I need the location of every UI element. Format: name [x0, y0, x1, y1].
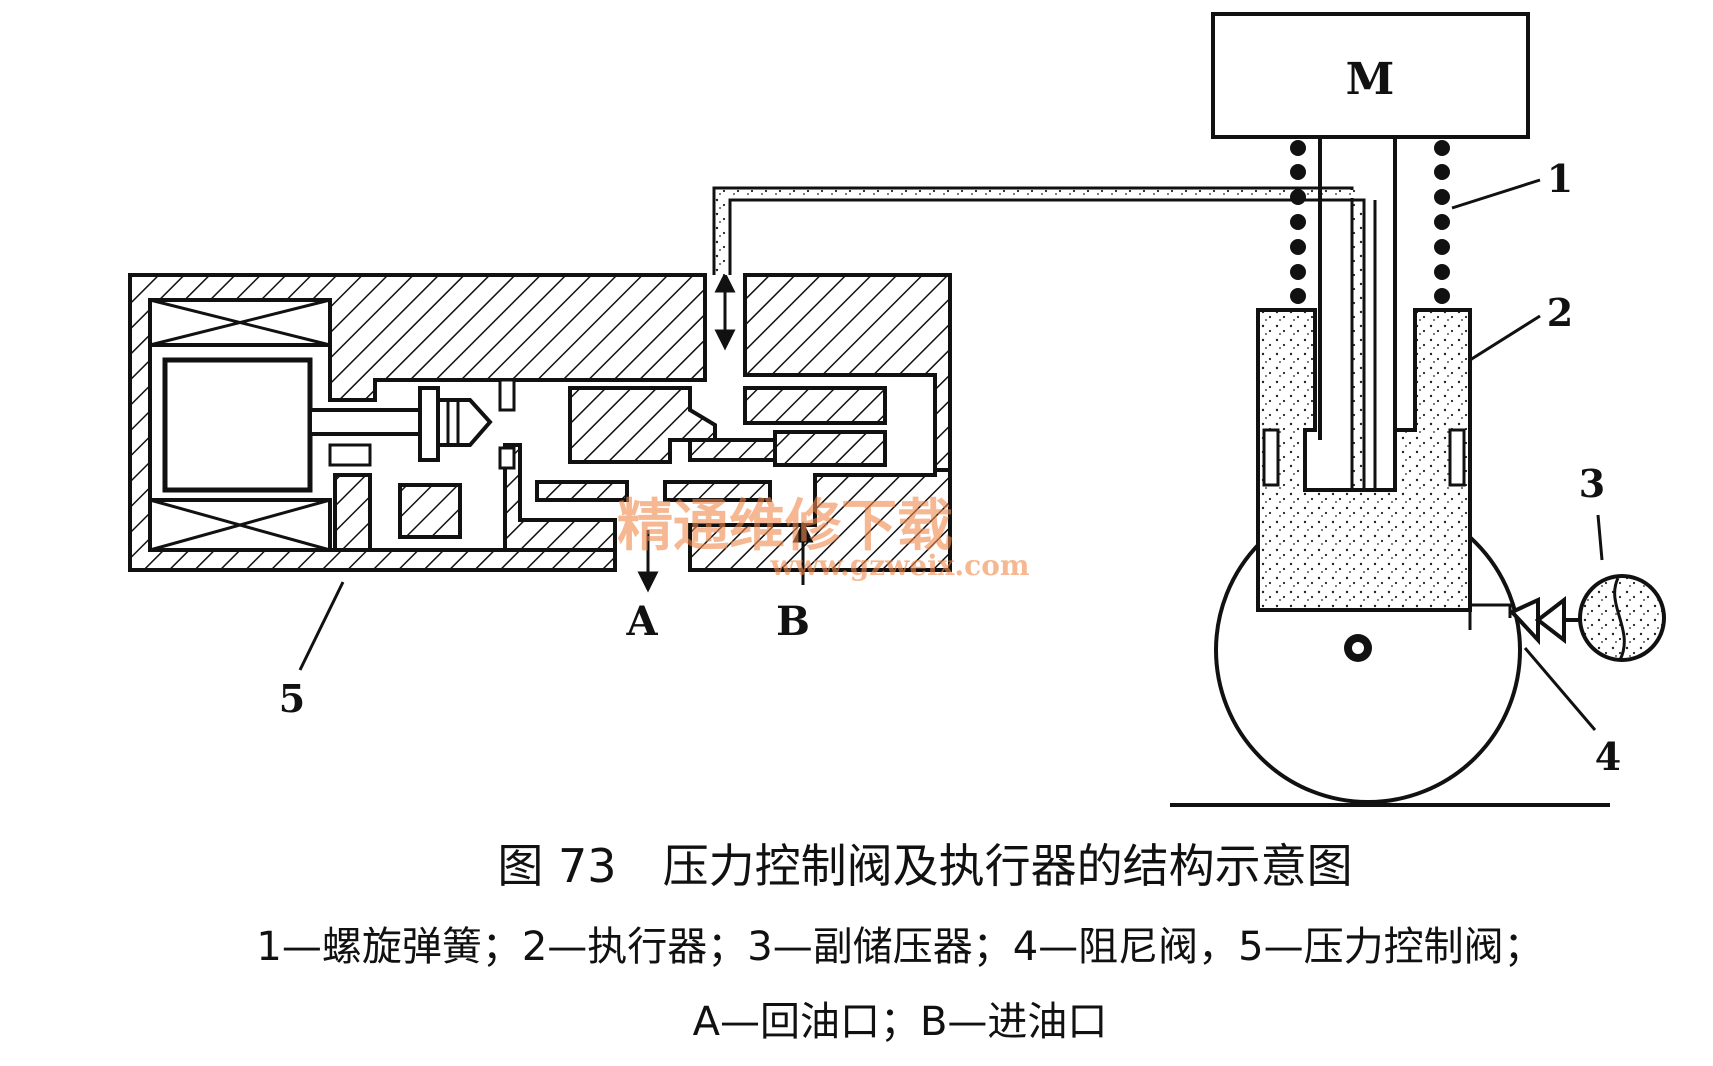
leader-1 [1451, 178, 1541, 210]
armature-rod [308, 408, 422, 436]
spool-stem [688, 438, 777, 462]
leader-3 [1596, 514, 1604, 561]
solenoid-armature [162, 357, 313, 493]
motor-label: M [1346, 54, 1395, 105]
hydraulic-line-fill [716, 190, 1362, 198]
callout-4-label: 4 [1595, 734, 1621, 779]
leader-2 [1469, 314, 1541, 362]
solenoid-coil-bottom [148, 498, 332, 552]
callout-1-label: 1 [1547, 156, 1573, 201]
damping-valve-pipe [1470, 603, 1512, 618]
motor-box [1211, 12, 1530, 139]
spool-disc-right [663, 480, 772, 502]
leader-4 [1523, 647, 1597, 731]
spool-land-right-bottom [773, 430, 887, 467]
actuator-port-left [1262, 428, 1280, 487]
watermark-url: www.gzweix.com [769, 549, 1029, 582]
valve-lower-channel-wall [333, 443, 617, 552]
callout-5-label: 5 [279, 676, 305, 721]
seat-post-upper [498, 378, 516, 412]
figure-legend-line-1: 1—螺旋弹簧；2—执行器；3—副储压器；4—阻尼阀，5—压力控制阀； [256, 924, 1543, 970]
spool-disc-left [535, 480, 629, 502]
callout-3-label: 3 [1579, 461, 1605, 506]
watermark-text: 精通维修下载 [617, 493, 953, 559]
port-a-label: A [625, 598, 658, 645]
leader-5 [298, 581, 345, 671]
spool-land-right-top [743, 386, 887, 425]
figure-title: 图 73 压力控制阀及执行器的结构示意图 [497, 839, 1352, 893]
callout-2-label: 2 [1547, 290, 1573, 335]
figure-legend-line-2: A—回油口；B—进油口 [693, 999, 1108, 1045]
coil-spring [1290, 140, 1450, 304]
accumulator-diaphragm [1613, 577, 1626, 661]
port-b-label: B [776, 598, 810, 645]
wheel-pivot-hole [1352, 642, 1364, 654]
valve-housing-lower-right [688, 468, 952, 572]
actuator-port-right [1448, 428, 1466, 487]
small-block-left [328, 443, 372, 467]
pressure-control-valve [128, 271, 952, 593]
solenoid-coil-top [148, 298, 332, 347]
seat-post-lower [498, 446, 516, 470]
needle-valve-head [418, 386, 493, 462]
sub-accumulator [1578, 574, 1666, 662]
left-lower-block [398, 483, 462, 539]
